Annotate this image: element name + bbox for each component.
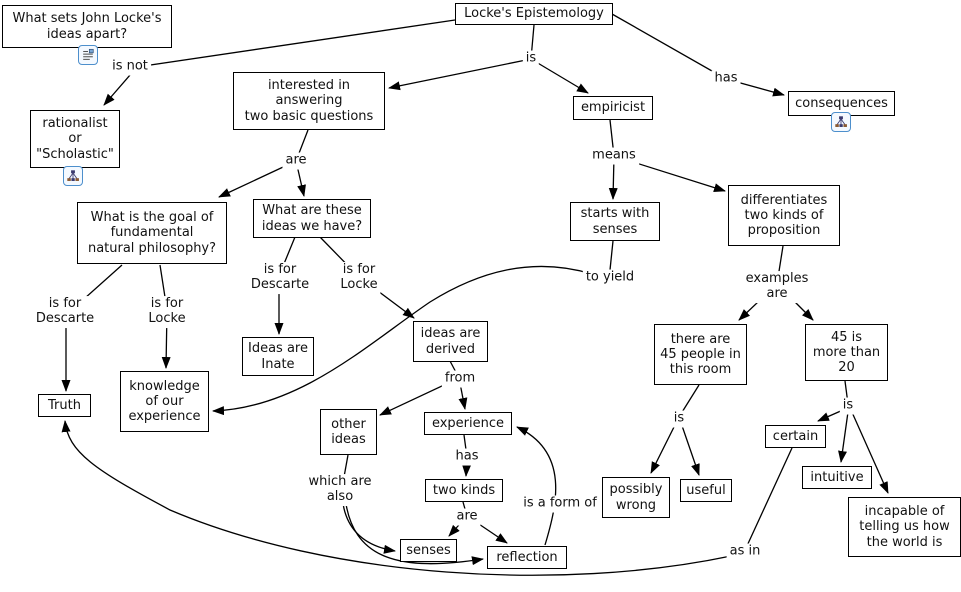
link-label-are-kinds[interactable]: are bbox=[453, 508, 481, 526]
node-incapable[interactable]: incapable of telling us how the world is bbox=[848, 497, 961, 557]
link-label-which-are-also[interactable]: which are also bbox=[305, 474, 375, 506]
edge-has-consequences bbox=[611, 13, 785, 97]
edge-is-intuitive bbox=[838, 411, 849, 463]
node-question-apart[interactable]: What sets John Locke's ideas apart? bbox=[2, 5, 172, 48]
link-label-means[interactable]: means bbox=[589, 147, 639, 165]
link-label-is-not[interactable]: is not bbox=[109, 58, 151, 76]
concept-map-icon bbox=[67, 170, 79, 181]
link-label-are[interactable]: are bbox=[282, 152, 310, 170]
link-label-is-numbers[interactable]: is bbox=[839, 397, 857, 415]
node-two-kinds[interactable]: two kinds bbox=[425, 479, 503, 502]
concept-map-icon bbox=[835, 116, 847, 127]
node-possibly-wrong[interactable]: possibly wrong bbox=[602, 477, 670, 518]
link-label-is-for-locke-ideas[interactable]: is for Locke bbox=[337, 262, 381, 294]
link-label-from[interactable]: from bbox=[441, 370, 479, 388]
resource-link-question-apart[interactable] bbox=[78, 45, 98, 65]
node-more-than-20[interactable]: 45 is more than 20 bbox=[805, 324, 888, 381]
node-knowledge[interactable]: knowledge of our experience bbox=[120, 371, 209, 432]
node-truth[interactable]: Truth bbox=[38, 394, 91, 417]
link-label-is[interactable]: is bbox=[522, 50, 540, 68]
node-other-ideas[interactable]: other ideas bbox=[320, 409, 377, 455]
node-goal-question[interactable]: What is the goal of fundamental natural … bbox=[77, 202, 227, 264]
node-experience[interactable]: experience bbox=[424, 412, 512, 435]
edge-is-incapable bbox=[850, 409, 889, 494]
resource-link-consequences[interactable] bbox=[831, 112, 851, 132]
node-there-45[interactable]: there are 45 people in this room bbox=[654, 324, 747, 385]
link-label-is-room[interactable]: is bbox=[670, 410, 688, 428]
link-label-is-a-form-of[interactable]: is a form of bbox=[520, 495, 600, 513]
resource-link-rationalist[interactable] bbox=[63, 166, 83, 186]
link-label-is-for-descarte-ideas[interactable]: is for Descarte bbox=[247, 262, 313, 294]
edge-toyield-knowledge bbox=[212, 265, 593, 416]
edge-asin-truth bbox=[61, 420, 732, 576]
link-label-has-experience[interactable]: has bbox=[452, 448, 482, 466]
node-ideas-question[interactable]: What are these ideas we have? bbox=[253, 199, 371, 238]
link-label-as-in[interactable]: as in bbox=[726, 543, 764, 561]
node-differentiates[interactable]: differentiates two kinds of proposition bbox=[728, 185, 840, 246]
text-page-icon bbox=[83, 48, 94, 60]
node-ideas-derived[interactable]: ideas are derived bbox=[413, 321, 488, 362]
edge-which-reflection bbox=[344, 496, 484, 566]
edge-is-empiricist bbox=[530, 58, 589, 94]
link-label-is-for-locke-goal[interactable]: is for Locke bbox=[145, 296, 189, 328]
node-rationalist[interactable]: rationalist or "Scholastic" bbox=[30, 110, 120, 168]
node-lockes-epistemology[interactable]: Locke's Epistemology bbox=[455, 3, 613, 25]
node-certain[interactable]: certain bbox=[765, 425, 826, 448]
edge-is-interested bbox=[388, 58, 532, 91]
node-senses[interactable]: senses bbox=[400, 539, 457, 562]
node-empiricist[interactable]: empiricist bbox=[573, 96, 653, 120]
node-useful[interactable]: useful bbox=[680, 479, 732, 502]
edge-toyield-stub bbox=[609, 240, 614, 271]
node-starts-with-senses[interactable]: starts with senses bbox=[570, 202, 660, 241]
node-interested[interactable]: interested in answering two basic questi… bbox=[233, 72, 385, 130]
link-label-is-for-descarte-goal[interactable]: is for Descarte bbox=[32, 296, 98, 328]
node-ideas-inate[interactable]: Ideas are Inate bbox=[242, 337, 314, 376]
edge-asin-stub bbox=[745, 447, 793, 549]
edge-form-of-experience bbox=[516, 426, 557, 546]
edge-is-certain bbox=[817, 409, 844, 422]
node-reflection[interactable]: reflection bbox=[487, 546, 567, 569]
link-label-has[interactable]: has bbox=[711, 70, 741, 88]
edge-goal-truth bbox=[61, 264, 123, 392]
node-consequences[interactable]: consequences bbox=[788, 91, 895, 116]
link-label-examples-are[interactable]: examples are bbox=[742, 271, 812, 303]
node-intuitive[interactable]: intuitive bbox=[802, 466, 872, 489]
link-label-to-yield[interactable]: to yield bbox=[582, 269, 638, 287]
